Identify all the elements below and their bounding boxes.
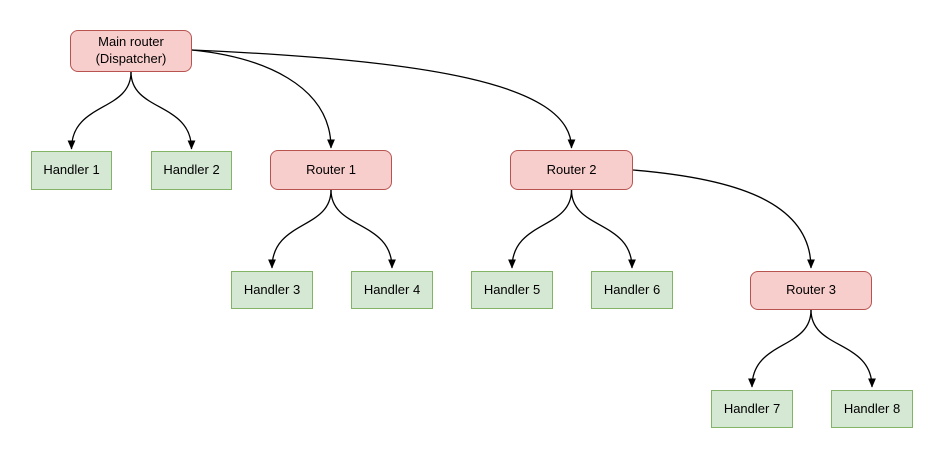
edge-main-router-to-handler-2 [130, 71, 196, 150]
node-handler-2: Handler 2 [151, 151, 232, 190]
edge-main-router-to-router-1 [191, 49, 335, 149]
edge-router-3-to-handler-7 [748, 309, 812, 388]
node-handler-1: Handler 1 [31, 151, 112, 190]
node-handler-4-label: Handler 4 [363, 281, 421, 297]
edge-router-2-to-handler-5 [508, 189, 573, 269]
node-main-router-label: Main router (Dispatcher) [95, 34, 167, 66]
node-handler-3: Handler 3 [231, 271, 313, 309]
node-router-3: Router 3 [750, 271, 872, 310]
edge-main-router-to-handler-1 [67, 71, 132, 150]
edge-router-1-to-handler-3 [268, 189, 332, 269]
node-router-2: Router 2 [510, 150, 633, 190]
node-handler-8: Handler 8 [831, 390, 913, 428]
node-handler-1-label: Handler 1 [43, 162, 100, 178]
node-handler-5-label: Handler 5 [483, 281, 541, 297]
node-handler-6-label: Handler 6 [603, 281, 661, 297]
node-handler-7-label: Handler 7 [723, 400, 781, 416]
edge-router-3-to-handler-8 [810, 309, 876, 388]
node-handler-7: Handler 7 [711, 390, 793, 428]
edge-main-router-to-router-2 [191, 49, 576, 149]
edge-router-2-to-router-3 [632, 169, 815, 269]
node-handler-3-label: Handler 3 [243, 281, 301, 297]
node-handler-8-label: Handler 8 [843, 400, 901, 416]
edge-router-2-to-handler-6 [570, 189, 636, 269]
node-router-1: Router 1 [270, 150, 392, 190]
node-router-2-label: Router 2 [546, 161, 597, 177]
node-handler-6: Handler 6 [591, 271, 673, 309]
node-router-1-label: Router 1 [306, 161, 356, 177]
node-main-router: Main router (Dispatcher) [70, 30, 192, 72]
node-router-3-label: Router 3 [786, 282, 836, 298]
node-handler-2-label: Handler 2 [163, 162, 220, 178]
node-handler-4: Handler 4 [351, 271, 433, 309]
edge-router-1-to-handler-4 [330, 189, 396, 269]
node-handler-5: Handler 5 [471, 271, 553, 309]
